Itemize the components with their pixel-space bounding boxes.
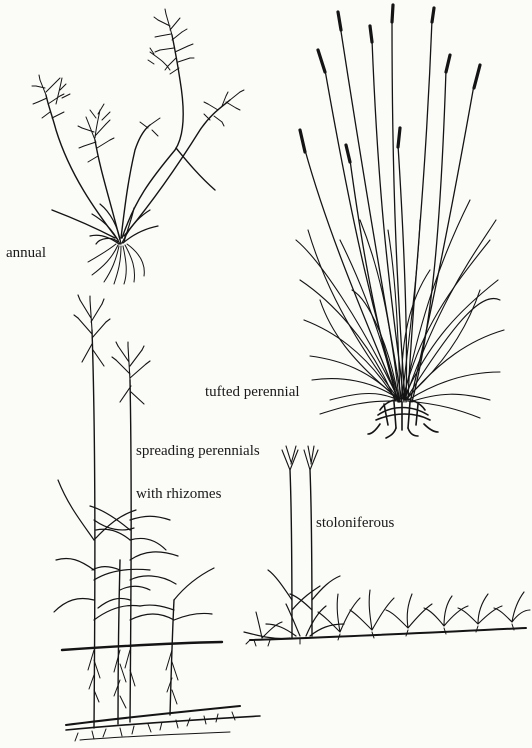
tufted-perennial-grass-drawing	[296, 5, 504, 438]
annual-grass-drawing	[32, 9, 244, 284]
annual-roots	[88, 244, 144, 284]
stolon-leaves	[266, 570, 344, 636]
label-annual: annual	[6, 246, 46, 261]
tufted-base	[368, 399, 438, 438]
stolon-spikes	[282, 446, 318, 470]
stolon-culms	[290, 470, 312, 638]
rhizome-ground-line	[62, 642, 222, 650]
label-stoloniferous: stoloniferous	[316, 516, 394, 531]
label-with-rhizomes: with rhizomes	[136, 487, 221, 502]
annual-panicles	[32, 9, 244, 162]
label-spreading-perennials: spreading perennials	[136, 444, 260, 459]
tufted-culms	[305, 20, 474, 402]
rhizome-roots	[88, 650, 178, 708]
stoloniferous-grass-drawing	[244, 446, 530, 646]
label-tufted-perennial: tufted perennial	[205, 385, 300, 400]
rhizomatous-grass-drawing	[54, 295, 260, 741]
annual-culms	[46, 35, 230, 240]
rhizome-panicles	[74, 295, 150, 404]
tufted-leaves	[296, 200, 504, 418]
